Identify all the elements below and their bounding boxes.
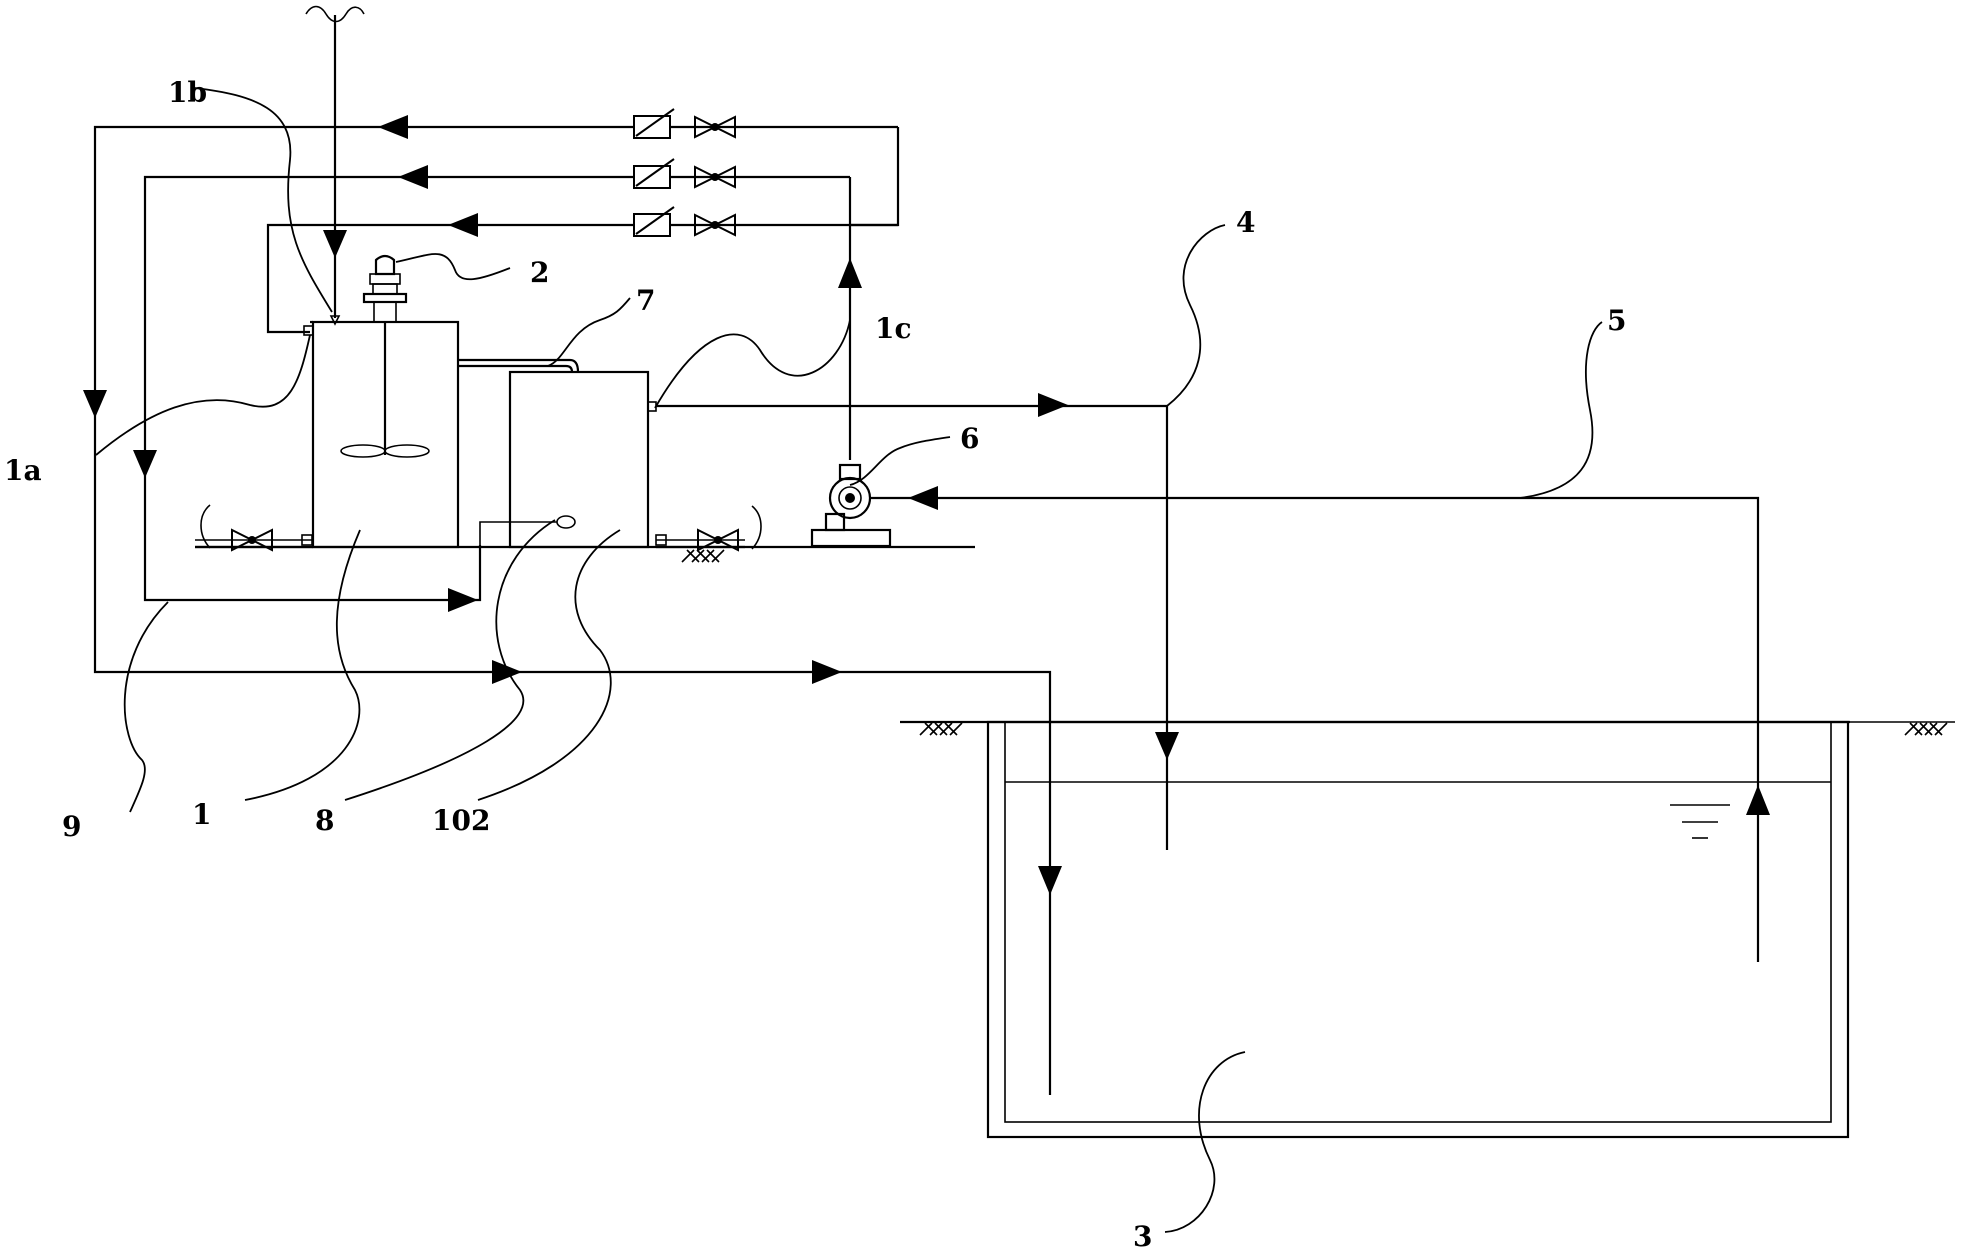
label-1a: 1a — [4, 454, 42, 487]
flowmeter-3 — [633, 206, 675, 237]
ground-left-of-pool — [919, 722, 963, 736]
label-4: 4 — [1236, 206, 1255, 239]
overflow-pipe — [458, 358, 580, 373]
bypass-riser — [848, 127, 900, 460]
label-102: 102 — [432, 804, 490, 837]
outlet-pipe — [656, 404, 1169, 850]
dosing-pipe-top — [93, 125, 1052, 1095]
dosing-pipe-middle — [143, 175, 850, 602]
label-5: 5 — [1607, 304, 1626, 337]
storage-tank — [508, 370, 657, 549]
drain-pipe-breaks — [195, 504, 762, 550]
water-level-symbol — [1670, 804, 1730, 839]
flowmeter-1 — [633, 108, 675, 139]
recirculation-line — [870, 496, 1760, 962]
label-7: 7 — [636, 284, 655, 317]
label-9: 9 — [62, 810, 81, 843]
flowmeter-2 — [633, 158, 675, 189]
water-inlet-line — [305, 5, 365, 318]
pump[interactable] — [810, 463, 892, 548]
label-1: 1 — [192, 798, 211, 831]
pool — [900, 720, 1850, 1139]
label-3: 3 — [1133, 1220, 1152, 1253]
label-1c: 1c — [875, 312, 912, 345]
labels: 1b 2 7 1c 4 5 6 1a 9 1 8 102 3 — [4, 76, 1626, 1253]
label-1b: 1b — [168, 76, 207, 109]
ground-right-of-pool — [1904, 722, 1948, 736]
agitator[interactable] — [340, 254, 430, 458]
label-8: 8 — [315, 804, 334, 837]
leader-lines — [95, 87, 1603, 1233]
label-6: 6 — [960, 422, 979, 455]
mixing-tank — [303, 315, 460, 549]
label-2: 2 — [530, 256, 549, 289]
dosing-pipe-bottom — [266, 223, 898, 334]
ground-under-valve — [681, 549, 725, 563]
level-switch-line — [479, 521, 557, 545]
